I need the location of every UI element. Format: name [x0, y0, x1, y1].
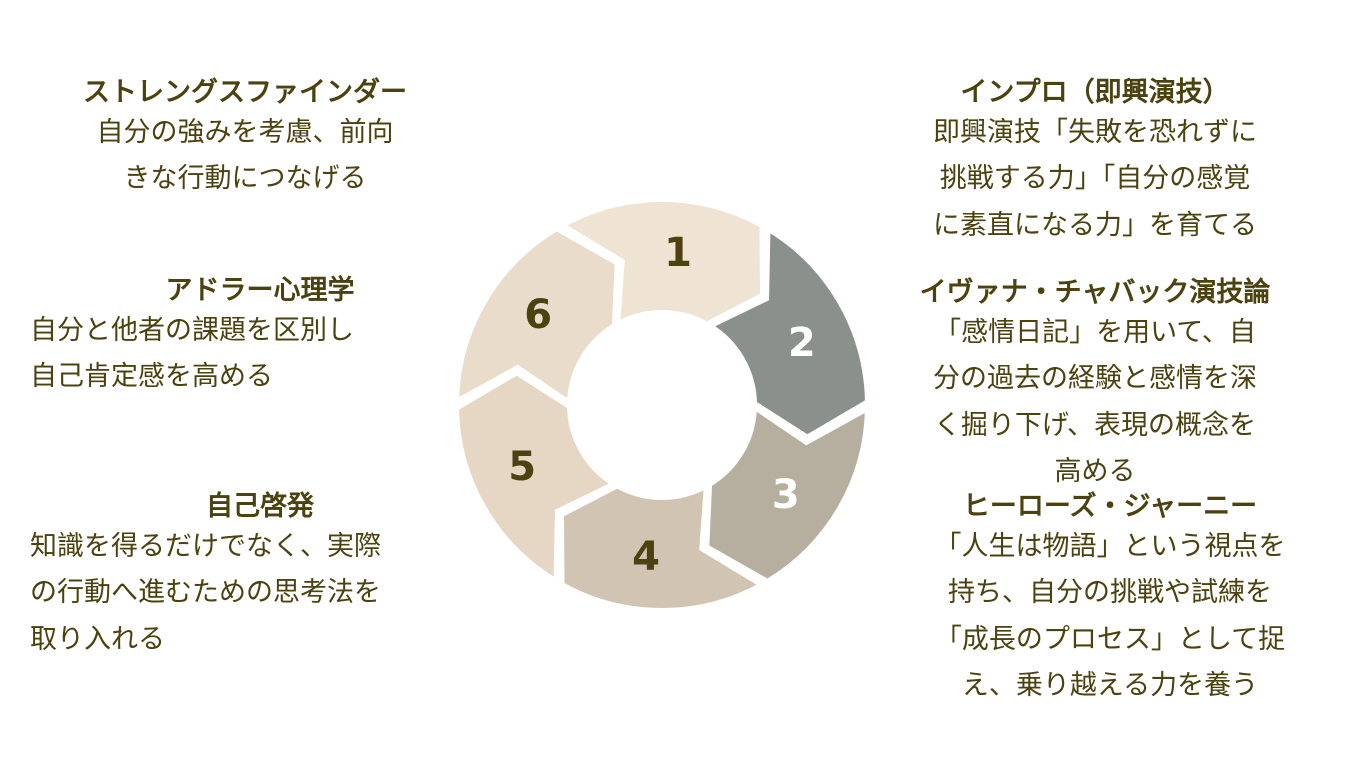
cycle-segment-4: [557, 479, 769, 614]
cycle-segment-label-3: 3: [772, 472, 800, 518]
block-title: 自己啓発: [206, 491, 314, 522]
block-title: インプロ（即興演技）: [960, 77, 1230, 108]
block-title: ストレングスファインダー: [83, 77, 407, 108]
block-description: 知識を得るだけでなく、実際 の行動へ進むための思考法を 取り入れる: [30, 530, 381, 655]
block-title: イヴァナ・チャバック演技論: [919, 277, 1271, 308]
cycle-segment-2: [702, 222, 872, 442]
block-description: 即興演技「失敗を恐れずに 挑戦する力」「自分の感覚 に素直になる力」を育てる: [933, 116, 1257, 241]
cycle-segment-1: [555, 196, 767, 331]
block-chubbuck-technique: イヴァナ・チャバック演技論 「感情日記」を用いて、自 分の過去の経験と感情を深 …: [880, 276, 1310, 496]
block-heros-journey: ヒーローズ・ジャーニー 「人生は物語」という視点を 持ち、自分の挑戦や試練を 「…: [890, 490, 1330, 710]
block-self-development: 自己啓発 知識を得るだけでなく、実際 の行動へ進むための思考法を 取り入れる: [30, 490, 490, 663]
block-description: 「感情日記」を用いて、自 分の過去の経験と感情を深 く掘り下げ、表現の概念を 高…: [933, 316, 1257, 488]
cycle-segment-3: [703, 400, 872, 586]
block-improv: インプロ（即興演技） 即興演技「失敗を恐れずに 挑戦する力」「自分の感覚 に素直…: [880, 76, 1310, 249]
cycle-segment-label-1: 1: [664, 230, 692, 276]
cycle-segment-label-4: 4: [632, 534, 660, 580]
block-description: 自分と他者の課題を区別し 自己肯定感を高める: [30, 314, 354, 393]
cycle-segment-label-2: 2: [788, 320, 816, 366]
block-title: ヒーローズ・ジャーニー: [962, 491, 1258, 522]
block-strengthsfinder: ストレングスファインダー 自分の強みを考慮、前向 きな行動につなげる: [30, 76, 460, 203]
cycle-segment-label-6: 6: [524, 292, 552, 338]
block-adler-psychology: アドラー心理学 自分と他者の課題を区別し 自己肯定感を高める: [30, 274, 490, 401]
block-description: 「人生は物語」という視点を 持ち、自分の挑戦や試練を 「成長のプロセス」として捉…: [934, 530, 1286, 702]
cycle-segment-5: [452, 368, 622, 588]
cycle-segment-6: [452, 224, 621, 410]
block-title: アドラー心理学: [165, 275, 355, 306]
cycle-center: [572, 315, 752, 495]
cycle-segment-label-5: 5: [508, 444, 536, 490]
block-description: 自分の強みを考慮、前向 きな行動につなげる: [96, 116, 394, 195]
